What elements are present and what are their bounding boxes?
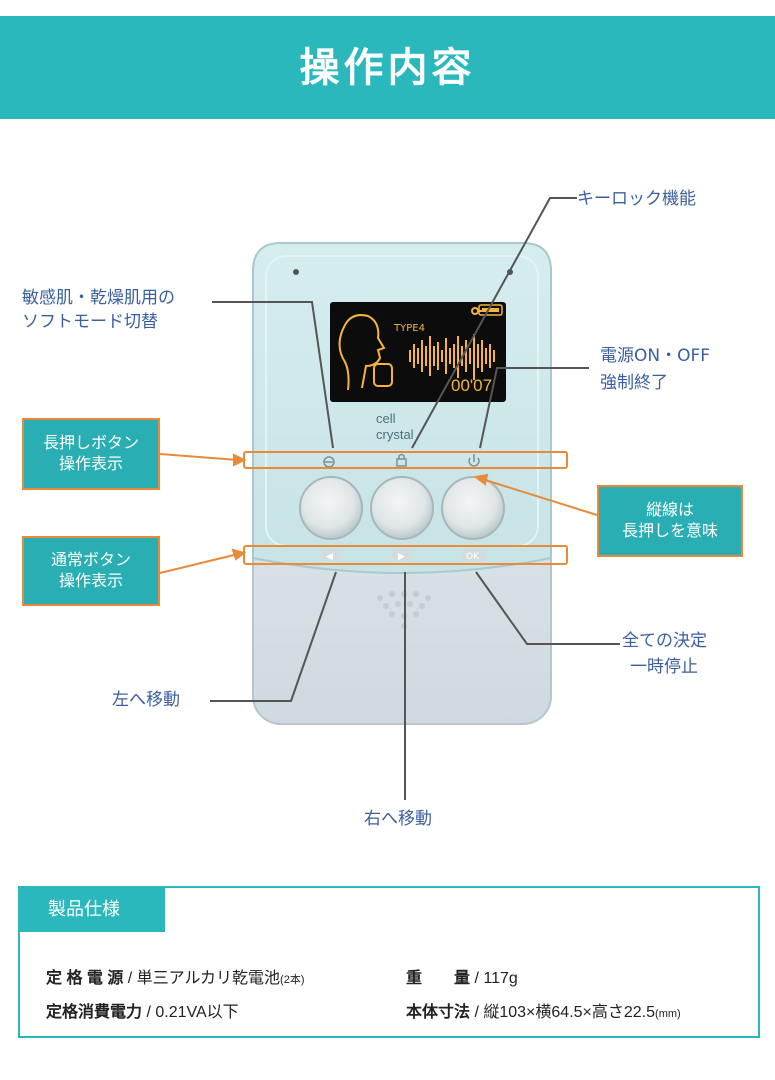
power-label-line2: 強制終了 — [600, 373, 668, 393]
normal-press-box-line1: 通常ボタン — [50, 550, 131, 569]
spec-tab-title: 製品仕様 — [20, 888, 165, 932]
brand-line1: cell — [376, 411, 396, 426]
spec-size-unit: (mm) — [655, 1008, 681, 1020]
ok-label: OK — [466, 552, 480, 562]
spec-consumption-label: 定格消費電力 — [46, 1004, 143, 1021]
right-button[interactable] — [370, 476, 434, 540]
spec-rated-power: 定 格 電 源 / 単三アルカリ乾電池(2本) — [46, 964, 305, 988]
long-press-info-box: 長押しボタン 操作表示 — [22, 418, 160, 490]
spec-rated-power-note: (2本) — [280, 974, 305, 986]
spec-size-label: 本体寸法 — [406, 1004, 471, 1021]
device-illustration: TYPE4 00'07 cell crystal ◀ ▶ OK — [159, 197, 620, 800]
right-arrow-label: ▶ — [398, 552, 405, 562]
left-button[interactable] — [299, 476, 363, 540]
move-left-label: 左へ移動 — [112, 690, 180, 710]
normal-press-info-box: 通常ボタン 操作表示 — [22, 536, 160, 606]
vertical-line-box-line1: 縦線は — [645, 500, 694, 519]
product-spec-box: 製品仕様 定 格 電 源 / 単三アルカリ乾電池(2本) 重 量 / 117g … — [18, 886, 760, 1038]
normal-press-row-outline — [243, 545, 568, 565]
lock-icon — [396, 458, 407, 467]
spec-weight: 重 量 / 117g — [406, 964, 518, 988]
long-press-box-line1: 長押しボタン — [42, 433, 139, 452]
spec-rated-power-value: / 単三アルカリ乾電池 — [123, 970, 281, 987]
key-lock-label: キーロック機能 — [577, 189, 696, 209]
header-banner: 操作内容 — [0, 16, 775, 119]
vertical-line-box-line2: 長押しを意味 — [621, 521, 718, 540]
confirm-label-line2: 一時停止 — [630, 657, 698, 677]
page-title: 操作内容 — [299, 44, 476, 91]
normal-press-box-line2: 操作表示 — [58, 571, 123, 590]
soft-mode-label-line2: ソフトモード切替 — [22, 312, 158, 332]
power-label-line1: 電源ON・OFF — [600, 346, 711, 366]
ok-button[interactable] — [441, 476, 505, 540]
speaker-grille — [377, 591, 431, 629]
hand-icon — [373, 363, 393, 387]
soft-mode-label-line1: 敏感肌・乾燥肌用の — [22, 288, 175, 308]
left-arrow-label: ◀ — [326, 552, 333, 562]
power-icon — [468, 457, 480, 467]
spec-size-value: / 縦103×横64.5×高さ22.5 — [470, 1004, 656, 1021]
screen-timer: 00'07 — [451, 376, 492, 395]
spec-weight-label: 重 量 — [406, 970, 471, 987]
confirm-label-line1: 全ての決定 — [622, 631, 707, 651]
spec-size: 本体寸法 / 縦103×横64.5×高さ22.5(mm) — [406, 998, 681, 1022]
spec-rated-power-label: 定 格 電 源 — [46, 970, 124, 987]
vertical-line-info-box: 縦線は 長押しを意味 — [597, 485, 743, 557]
move-right-label: 右へ移動 — [364, 809, 432, 829]
spec-consumption-value: / 0.21VA以下 — [142, 1004, 239, 1021]
face-icon — [338, 314, 386, 391]
spec-weight-value: / 117g — [470, 970, 518, 987]
brand-line2: crystal — [376, 427, 414, 442]
spec-consumption: 定格消費電力 / 0.21VA以下 — [46, 998, 239, 1022]
long-press-box-line2: 操作表示 — [58, 454, 123, 473]
screen-mode-label: TYPE4 — [393, 323, 425, 334]
